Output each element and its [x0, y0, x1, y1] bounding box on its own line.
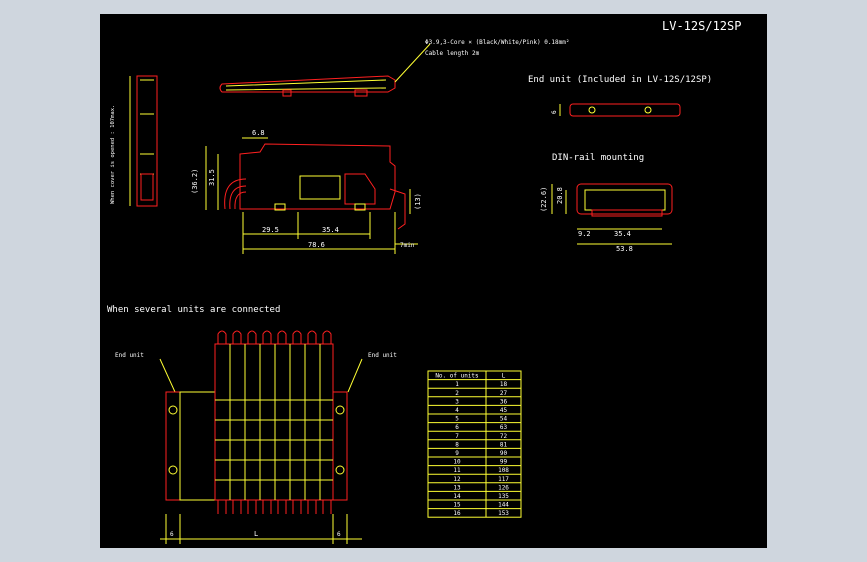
units-table-cell: 18: [500, 381, 508, 388]
units-table-cell: 6: [455, 424, 459, 431]
drawing-canvas: LV-12S/12SP Φ3.9,3-Core × (Black/White/P…: [100, 14, 767, 548]
units-table-cell: 16: [453, 510, 461, 517]
units-table-cell: 10: [453, 459, 461, 466]
dim-29-5: 29.5: [262, 226, 279, 234]
units-table-cell: 36: [500, 398, 508, 405]
units-table-cell: 27: [500, 390, 508, 397]
units-table-cell: 126: [498, 484, 509, 491]
cad-drawing: LV-12S/12SP Φ3.9,3-Core × (Black/White/P…: [107, 19, 741, 544]
end-unit-view: [559, 103, 681, 117]
dim-6-8: 6.8: [252, 129, 265, 137]
units-table-cell: 9: [455, 450, 459, 457]
units-table-cell: 7: [455, 433, 459, 440]
units-table-cell: 117: [498, 476, 509, 483]
units-table-cell: 13: [453, 484, 461, 491]
sensor-top-view: [219, 43, 431, 97]
dim-L: L: [254, 530, 258, 538]
cable-note: Φ3.9,3-Core × (Black/White/Pink) 0.18mm²: [425, 39, 570, 46]
dim-78-6: 78.6: [308, 241, 325, 249]
units-table-cell: 108: [498, 467, 509, 474]
cover-open-view: [129, 75, 158, 207]
units-table-cell: 72: [500, 433, 508, 440]
units-table-cell: 5: [455, 416, 459, 423]
dim-6-left: 6: [170, 531, 174, 538]
units-table-cell: 14: [453, 493, 461, 500]
units-table-cell: 1: [455, 381, 459, 388]
units-table-cell: 15: [453, 502, 461, 509]
dim-31-5: 31.5: [208, 169, 216, 186]
din-heading: DIN-rail mounting: [552, 153, 644, 163]
end-unit-heading: End unit (Included in LV-12S/12SP): [528, 75, 712, 85]
units-table-cell: 153: [498, 510, 509, 517]
din-rail-view: [551, 183, 673, 245]
units-table-cell: 8: [455, 441, 459, 448]
units-table-cell: 144: [498, 502, 509, 509]
units-table-cell: 135: [498, 493, 509, 500]
dim-36-2: (36.2): [191, 169, 199, 194]
dim-13: (13): [414, 193, 422, 210]
units-table-cell: 12: [453, 476, 461, 483]
units-table-cell: 2: [455, 390, 459, 397]
sensor-side-view: [205, 137, 418, 254]
dim-6-right: 6: [337, 531, 341, 538]
units-table-cell: 11: [453, 467, 461, 474]
units-table-border: [427, 370, 522, 518]
dim-35-4-din: 35.4: [614, 230, 631, 238]
connected-units-view: [159, 330, 363, 544]
several-units-heading: When several units are connected: [107, 305, 280, 315]
units-table-cell: 54: [500, 416, 508, 423]
units-table-cell: 3: [455, 398, 459, 405]
units-table-cell: 90: [500, 450, 508, 457]
units-table-header: No. of units: [435, 373, 479, 380]
units-table: No. of units L 1 18 2 27 3 36 4 45 5 54 6 63 7 72 8 81 9 90…: [427, 370, 522, 518]
units-table-cell: 99: [500, 459, 508, 466]
dim-9-2: 9.2: [578, 230, 591, 238]
dim-6-end: 6: [551, 110, 558, 114]
units-table-header: L: [502, 373, 506, 380]
end-unit-left-label: End unit: [115, 352, 144, 359]
units-table-cell: 45: [500, 407, 508, 414]
cover-note: When cover is opened : 107max.: [110, 105, 116, 204]
dim-35-4: 35.4: [322, 226, 339, 234]
dim-7min: 7min: [400, 242, 415, 249]
end-unit-right-label: End unit: [368, 352, 397, 359]
units-table-cell: 63: [500, 424, 508, 431]
unit-stack: [214, 330, 334, 514]
dim-22-6: (22.6): [540, 187, 548, 212]
drawing-title: LV-12S/12SP: [662, 19, 741, 33]
units-table-cell: 4: [455, 407, 459, 414]
cable-length: Cable length 2m: [425, 50, 480, 57]
dim-20-8: 20.8: [556, 187, 564, 204]
dim-53-8: 53.8: [616, 245, 633, 253]
units-table-cell: 81: [500, 441, 508, 448]
